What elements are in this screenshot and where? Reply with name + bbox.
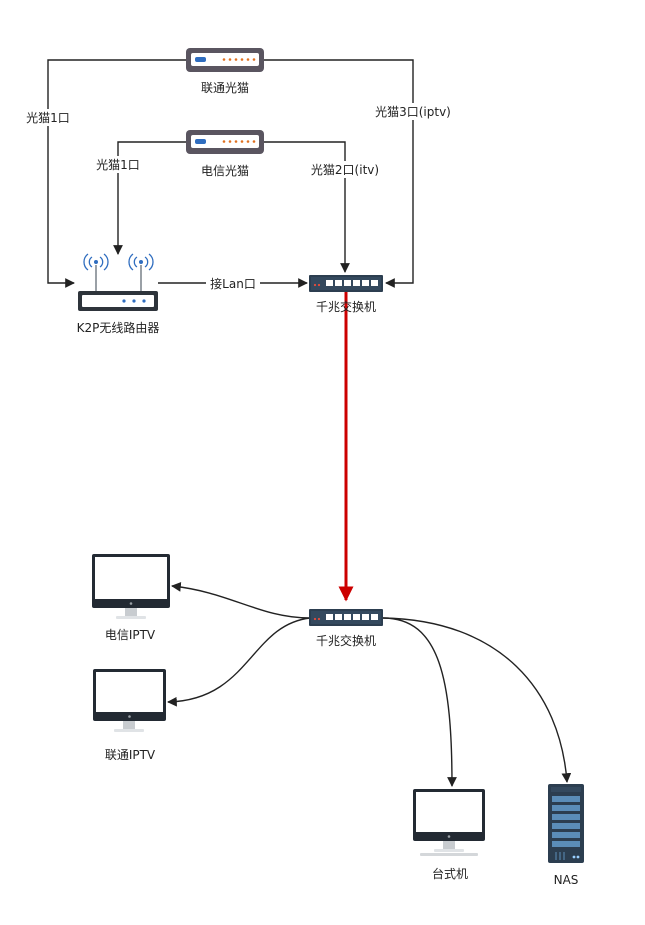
switch-icon: [309, 609, 383, 626]
edge-telecom-to-switch: [264, 141, 350, 273]
monitor-icon: [413, 789, 485, 856]
edge-switch-to-desktop: [382, 617, 457, 787]
router-label: K2P无线路由器: [77, 320, 160, 335]
router: K2P无线路由器: [77, 253, 160, 335]
nas: NAS: [548, 784, 584, 887]
edge-label-telecom-router: 光猫1口: [96, 158, 140, 172]
switch-bottom: 千兆交换机: [309, 609, 383, 648]
modem-icon: [186, 48, 264, 72]
unicom-iptv-label: 联通IPTV: [105, 748, 156, 762]
telecom-iptv: 电信IPTV: [92, 554, 170, 642]
edge-labels: 光猫1口 光猫3口(iptv) 光猫1口 光猫2口(itv) 接Lan口: [22, 103, 455, 292]
edge-switch-to-telecom-iptv: [171, 582, 311, 619]
edge-label-router-switch: 接Lan口: [210, 276, 256, 291]
edge-label-unicom-router: 光猫1口: [26, 111, 70, 125]
monitor-icon: [93, 669, 166, 732]
edge-label-unicom-switch: 光猫3口(iptv): [375, 105, 451, 119]
desktop-label: 台式机: [432, 866, 468, 881]
unicom-modem-label: 联通光猫: [201, 81, 249, 95]
edge-switch-to-nas: [382, 617, 572, 783]
monitor-icon: [92, 554, 170, 619]
nas-label: NAS: [554, 873, 579, 887]
modem-icon: [186, 130, 264, 154]
unicom-iptv: 联通IPTV: [93, 669, 166, 762]
switch-top: 千兆交换机: [309, 275, 383, 314]
switch-bottom-label: 千兆交换机: [316, 633, 376, 648]
switch-top-label: 千兆交换机: [316, 299, 376, 314]
edge-unicom-to-switch: [264, 59, 414, 288]
switch-icon: [309, 275, 383, 292]
server-icon: [548, 784, 584, 863]
unicom-modem: 联通光猫: [186, 48, 264, 95]
telecom-iptv-label: 电信IPTV: [105, 628, 156, 642]
edge-switch-to-unicom-iptv: [167, 617, 311, 707]
edge-telecom-to-router: [113, 141, 186, 255]
router-icon: [78, 253, 158, 311]
telecom-modem-label: 电信光猫: [201, 164, 249, 178]
edge-label-telecom-switch: 光猫2口(itv): [311, 163, 379, 177]
edge-unicom-to-router: [47, 59, 186, 288]
telecom-modem: 电信光猫: [186, 130, 264, 178]
desktop: 台式机: [413, 789, 485, 881]
